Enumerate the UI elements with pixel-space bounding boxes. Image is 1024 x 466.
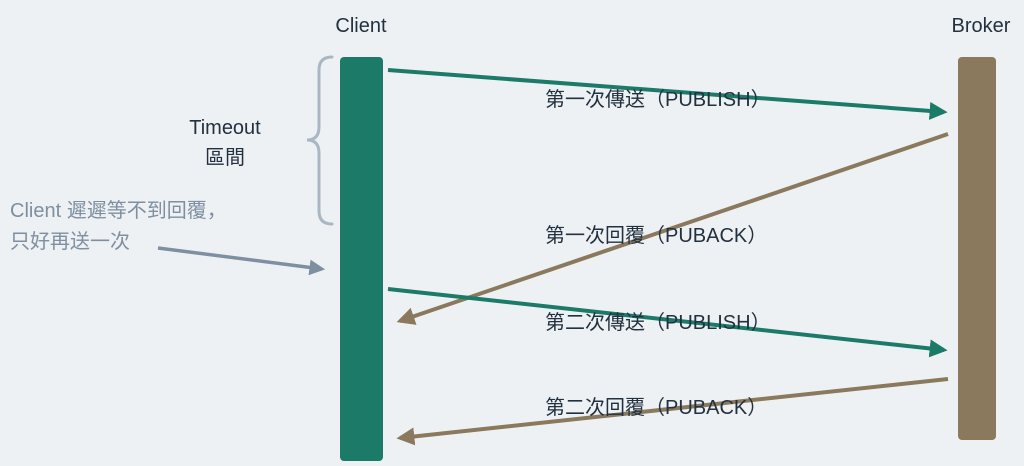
client-lifeline-bar bbox=[340, 57, 383, 461]
broker-lifeline-label: Broker bbox=[951, 15, 1011, 37]
timeout-annotation-line1: Timeout bbox=[189, 117, 261, 139]
retry-annotation-line2: 只好再送一次 bbox=[10, 231, 130, 253]
client-lifeline-label: Client bbox=[335, 15, 387, 37]
publish-1-label: 第一次傳送（PUBLISH） bbox=[545, 89, 771, 111]
retry-annotation-line1: Client 遲遲等不到回覆， bbox=[10, 200, 227, 222]
timeout-annotation-line2: 區間 bbox=[205, 147, 245, 169]
puback-1-label: 第一次回覆（PUBACK） bbox=[545, 225, 768, 247]
publish-2-label: 第二次傳送（PUBLISH） bbox=[545, 312, 771, 334]
retry-annotation: Client 遲遲等不到回覆， 只好再送一次 bbox=[10, 196, 227, 258]
puback-2-label: 第二次回覆（PUBACK） bbox=[545, 397, 768, 419]
timeout-brace bbox=[306, 55, 334, 226]
broker-lifeline-bar bbox=[958, 57, 996, 440]
timeout-annotation: Timeout 區間 bbox=[168, 113, 282, 173]
